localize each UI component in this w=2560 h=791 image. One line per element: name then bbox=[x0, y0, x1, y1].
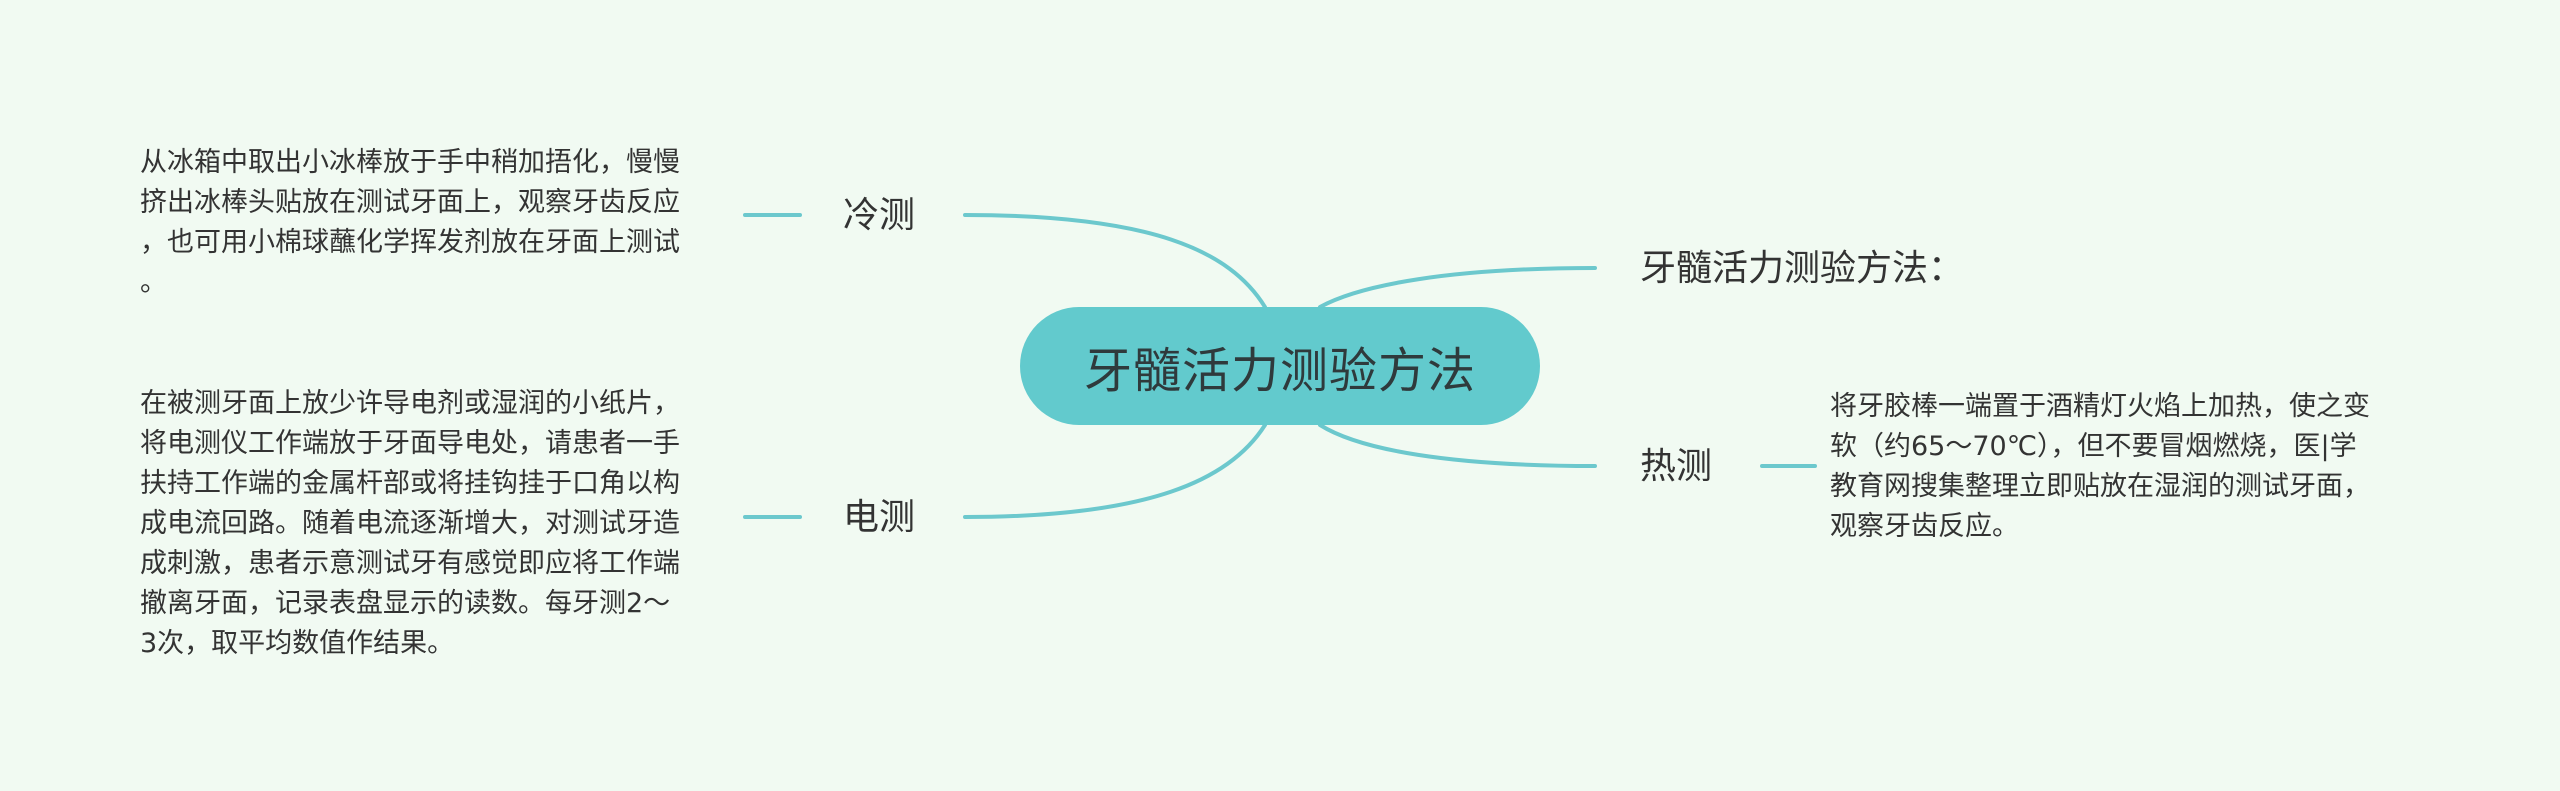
detail-line: 从冰箱中取出小冰棒放于手中稍加捂化，慢慢 bbox=[140, 147, 680, 178]
connector-cold bbox=[963, 213, 1267, 309]
connector-heat bbox=[1318, 423, 1597, 468]
branch-methods-label: 牙髓活力测验方法： bbox=[1640, 248, 1965, 289]
detail-line: 成刺激，患者示意测试牙有感觉即应将工作端 bbox=[140, 548, 680, 579]
branch-cold[interactable]: 冷测 bbox=[843, 198, 915, 234]
detail-line: 将牙胶棒一端置于酒精灯火焰上加热，使之变 bbox=[1830, 391, 2370, 422]
detail-line: 成电流回路。随着电流逐渐增大，对测试牙造 bbox=[140, 508, 680, 539]
branch-electric[interactable]: 电测 bbox=[843, 500, 915, 536]
detail-line: 软（约65～70℃），但不要冒烟燃烧，医|学 bbox=[1830, 431, 2357, 462]
branch-cold-label: 冷测 bbox=[843, 195, 916, 236]
branch-electric-label: 电测 bbox=[843, 497, 916, 538]
branch-methods[interactable]: 牙髓活力测验方法： bbox=[1640, 251, 1964, 287]
detail-line: 教育网搜集整理立即贴放在湿润的测试牙面， bbox=[1830, 471, 2370, 502]
detail-line: ，也可用小棉球蘸化学挥发剂放在牙面上测试 bbox=[140, 227, 680, 258]
detail-line: 3次，取平均数值作结果。 bbox=[140, 628, 455, 659]
detail-heat[interactable]: 将牙胶棒一端置于酒精灯火焰上加热，使之变 软（约65～70℃），但不要冒烟燃烧，… bbox=[1830, 387, 2370, 547]
detail-line: 在被测牙面上放少许导电剂或湿润的小纸片， bbox=[140, 388, 680, 419]
detail-line: 观察牙齿反应。 bbox=[1830, 511, 2019, 542]
detail-line: 撤离牙面，记录表盘显示的读数。每牙测2～ bbox=[140, 588, 671, 619]
detail-line: 挤出冰棒头贴放在测试牙面上，观察牙齿反应 bbox=[140, 187, 680, 218]
detail-line: 将电测仪工作端放于牙面导电处，请患者一手 bbox=[140, 428, 680, 459]
detail-electric[interactable]: 在被测牙面上放少许导电剂或湿润的小纸片， 将电测仪工作端放于牙面导电处，请患者一… bbox=[140, 384, 680, 664]
branch-heat[interactable]: 热测 bbox=[1640, 449, 1712, 485]
root-topic-label: 牙髓活力测验方法 bbox=[1083, 343, 1476, 399]
branch-heat-label: 热测 bbox=[1640, 446, 1713, 487]
connector-methods bbox=[1318, 266, 1597, 309]
detail-line: 扶持工作端的金属杆部或将挂钩挂于口角以构 bbox=[140, 468, 680, 499]
detail-line: 。 bbox=[140, 267, 167, 298]
root-topic[interactable]: 牙髓活力测验方法 bbox=[1020, 307, 1540, 425]
detail-cold[interactable]: 从冰箱中取出小冰棒放于手中稍加捂化，慢慢 挤出冰棒头贴放在测试牙面上，观察牙齿反… bbox=[140, 143, 680, 303]
connector-electric bbox=[963, 423, 1267, 519]
